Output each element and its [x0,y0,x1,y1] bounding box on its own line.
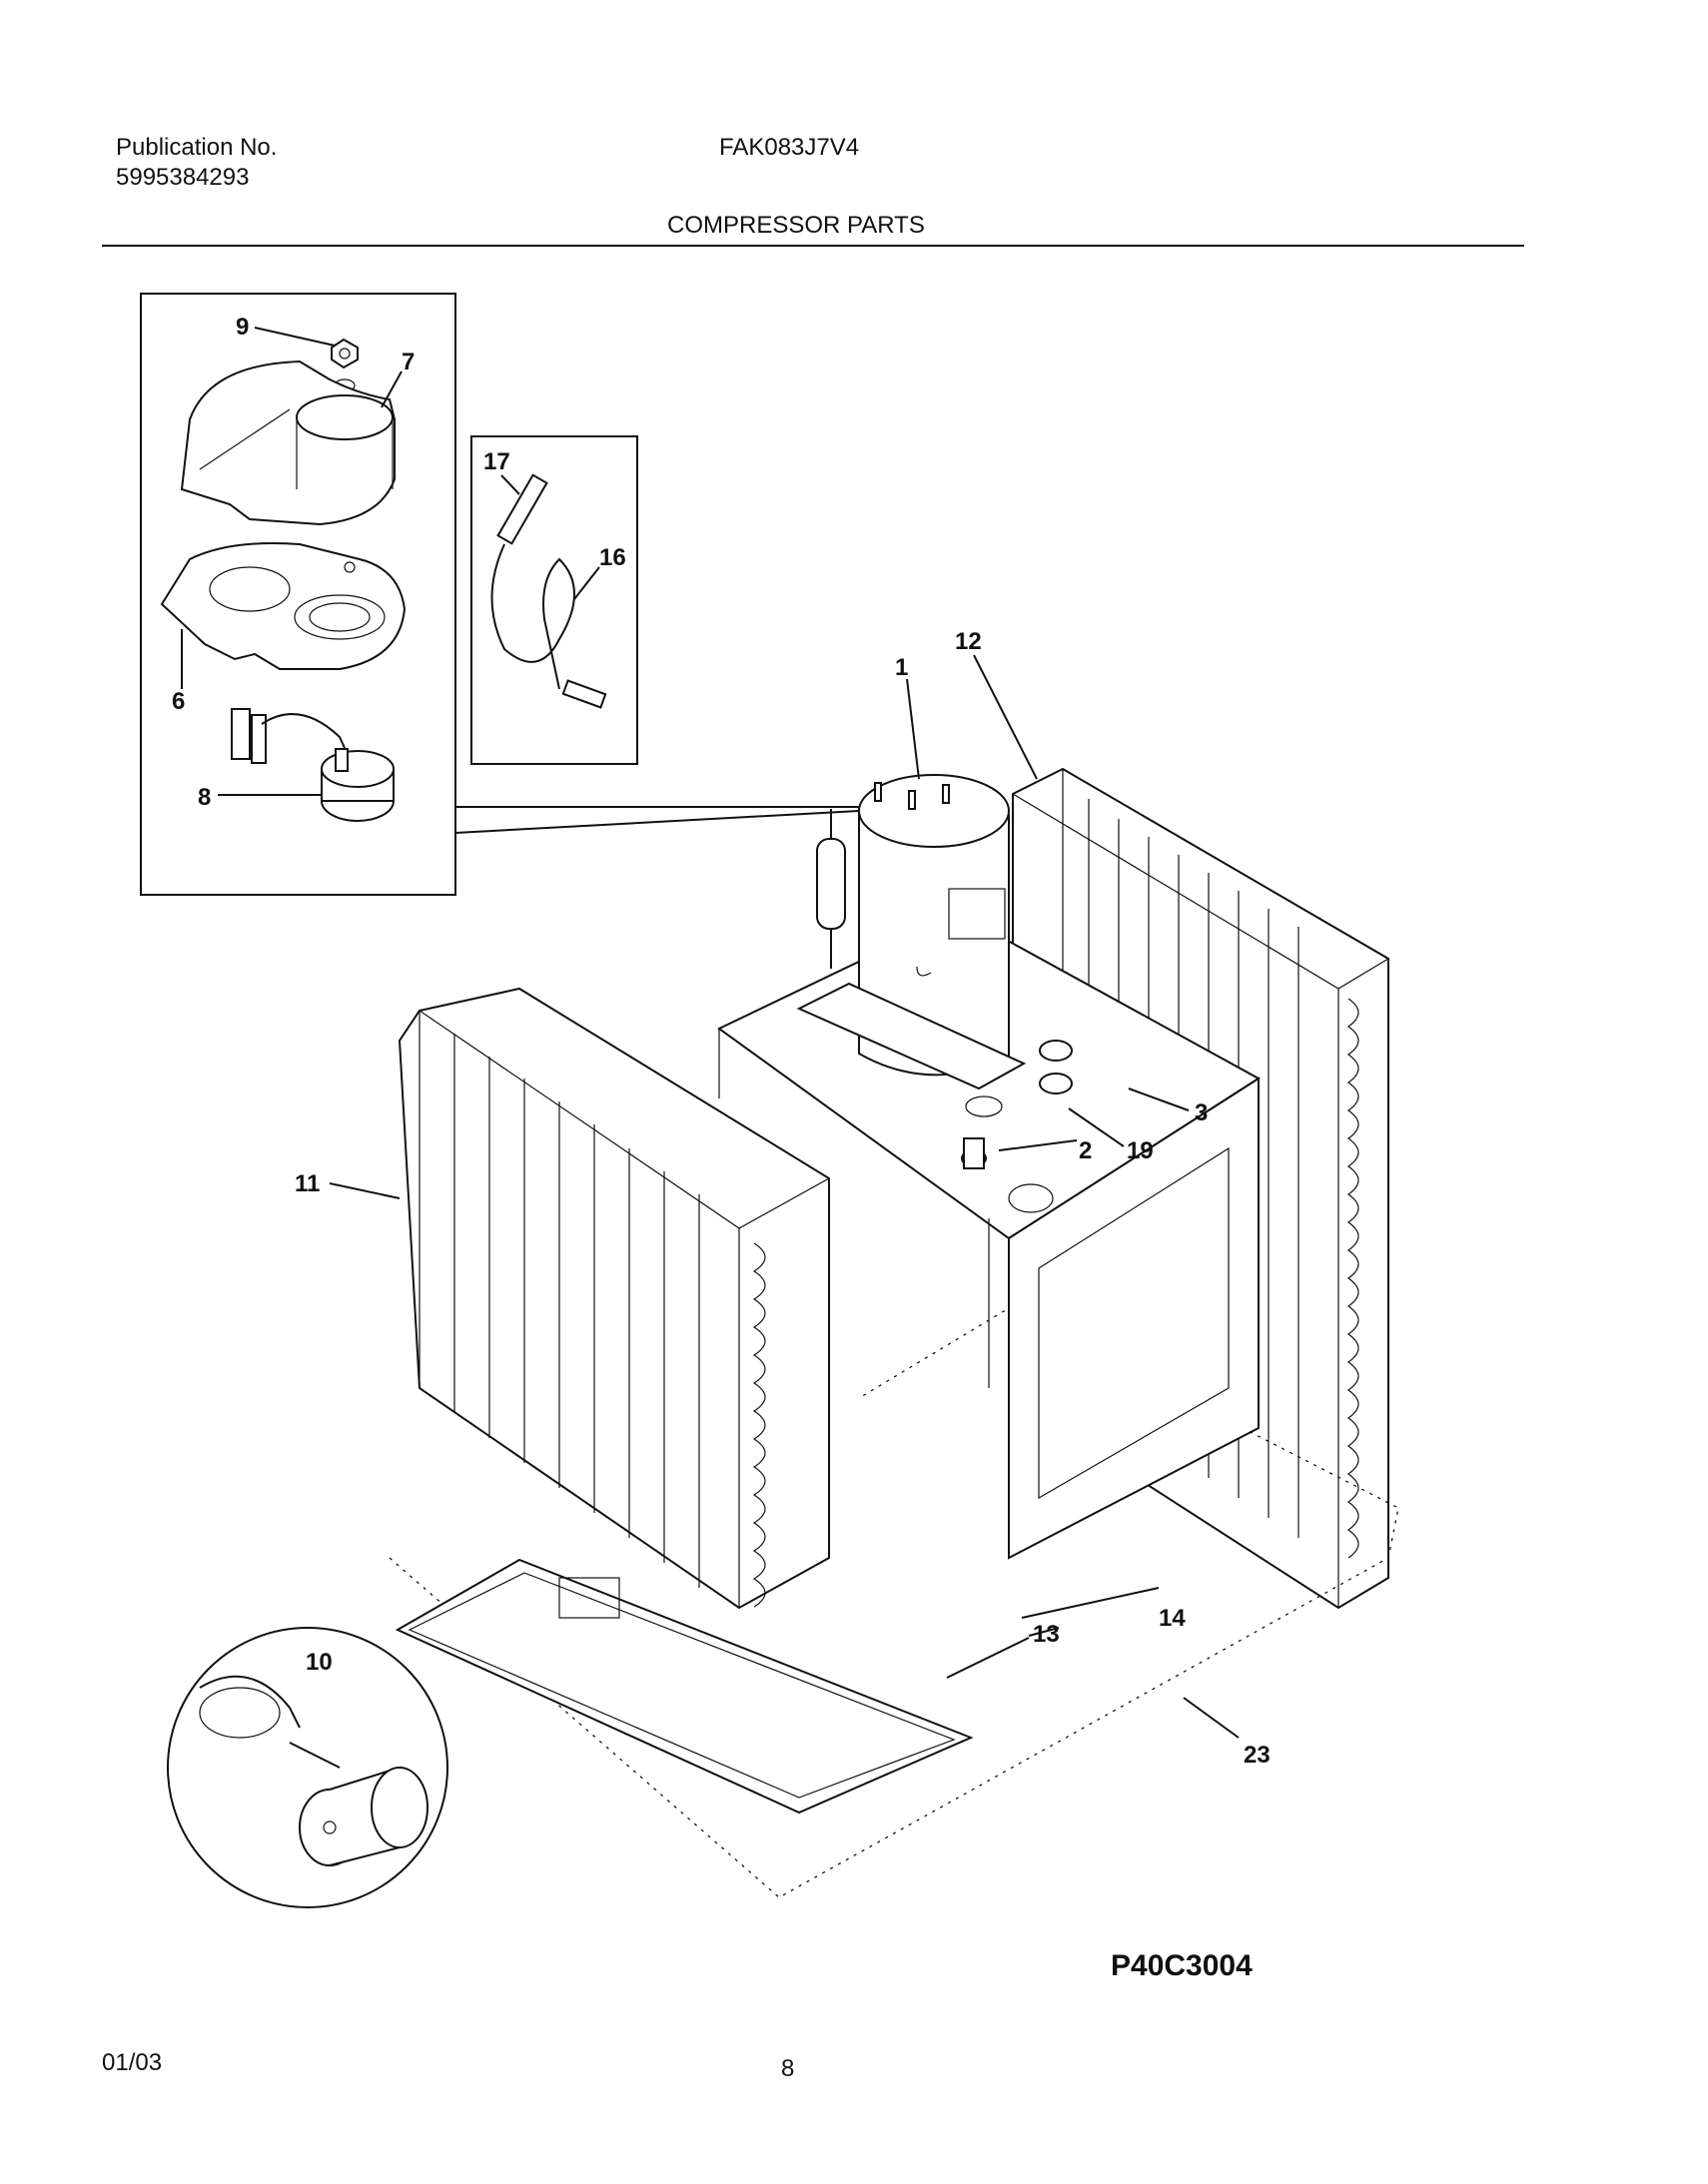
page-number: 8 [781,2055,795,2082]
callout-9: 9 [236,314,249,341]
publication-number: 5995384293 [116,164,250,191]
footer-date: 01/03 [102,2049,163,2076]
callout-13: 13 [1033,1621,1060,1648]
callout-leaders [329,654,1240,1739]
callout-10: 10 [306,1649,333,1676]
callout-11: 11 [295,1170,320,1197]
compressor-part [796,774,1027,1091]
callout-12: 12 [955,628,982,655]
inset-box-sensor-parts: 17 16 [470,435,638,765]
publication-label: Publication No. [116,134,278,161]
model-number: FAK083J7V4 [719,134,860,161]
terminal-cover-part [180,360,396,526]
callout-14: 14 [1159,1605,1186,1632]
callout-1: 1 [895,654,908,681]
callout-8: 8 [198,784,211,811]
callout-23: 23 [1244,1742,1271,1769]
section-title: COMPRESSOR PARTS [667,212,925,239]
callout-7: 7 [402,349,415,375]
drain-tray-part [395,1558,974,1815]
mount-grommet-part [961,1040,1073,1169]
fan-motor-detail-part [167,1627,448,1908]
callout-3: 3 [1195,1099,1208,1126]
callout-16: 16 [599,544,626,571]
callout-6: 6 [172,688,185,715]
sensor-wire-part [490,543,575,690]
callout-17: 17 [483,448,510,475]
inset-box-cover-parts: 9 7 6 8 [140,293,860,896]
diagram-code: P40C3004 [1111,1949,1253,1982]
overload-protector-part [231,708,395,822]
callout-2: 2 [1079,1137,1092,1164]
evaporator-coil-part [398,987,830,1610]
callout-19: 19 [1127,1137,1154,1164]
gasket-part [160,542,407,670]
thermistor-part [496,473,548,545]
